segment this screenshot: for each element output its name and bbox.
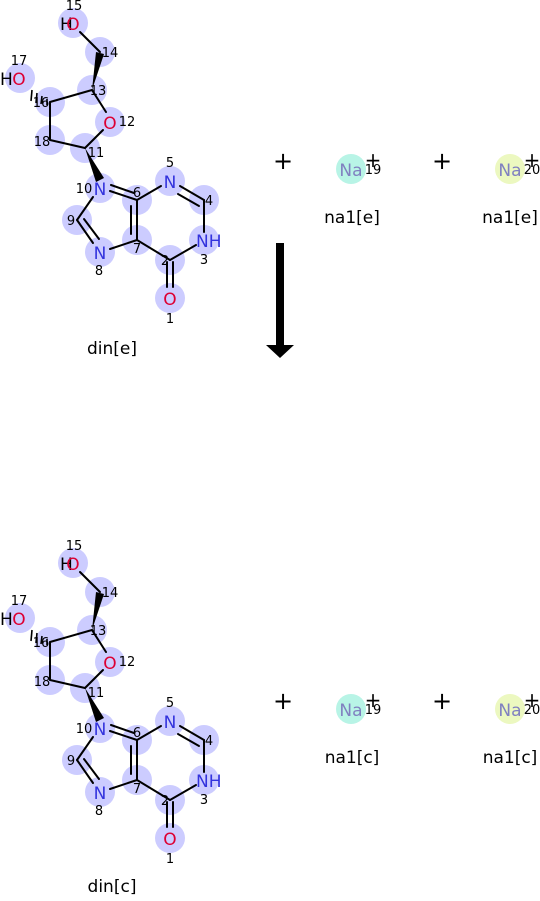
reactant-ion-sodium-20: Na + 20 na1[e] [482,148,540,228]
ion-charge: + [524,148,540,172]
ion-halo [336,694,366,724]
plus-sign: + [432,147,452,175]
ion-label: na1[c] [483,748,538,768]
ion-symbol: Na [498,161,521,181]
ion-halo [336,154,366,184]
product-molecule-din: din[c] [0,538,223,897]
product-ion-sodium-20: Na + 20 na1[c] [483,688,540,768]
reactant-molecule-label: din[e] [87,339,137,359]
ion-charge: + [365,688,382,712]
ion-symbol: Na [498,701,521,721]
atom-number: 20 [524,703,540,718]
ion-halo [495,694,525,724]
ion-symbol: Na [339,161,362,181]
product-ion-sodium-19: Na + 19 na1[c] [325,688,382,768]
reactant-molecule-din: din[e] [0,0,223,359]
ion-charge: + [365,148,382,172]
ion-charge: + [524,688,540,712]
atom-number: 20 [524,163,540,178]
plus-sign: + [273,147,293,175]
arrow-head [266,345,294,358]
din-structure [0,538,223,868]
atom-number: 19 [365,163,382,178]
ion-label: na1[e] [324,208,380,228]
reactant-ion-sodium-19: Na + 19 na1[e] [324,148,381,228]
arrow-shaft [276,243,284,345]
plus-sign: + [432,687,452,715]
product-molecule-label: din[c] [88,877,137,896]
ion-symbol: Na [339,701,362,721]
ion-halo [495,154,525,184]
atom-number: 19 [365,703,382,718]
plus-sign: + [273,687,293,715]
ion-label: na1[c] [325,748,380,768]
din-structure [0,0,223,328]
reaction-arrow [266,243,294,358]
ion-label: na1[e] [482,208,538,228]
